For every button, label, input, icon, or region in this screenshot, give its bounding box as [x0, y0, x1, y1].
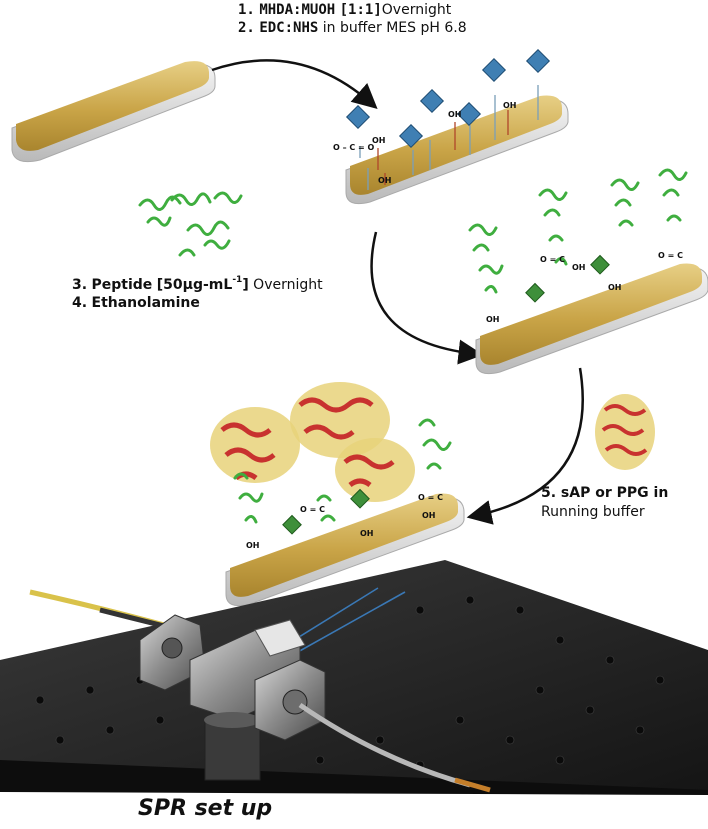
spr-setup-photo: [0, 560, 708, 795]
step-2-label: 2. EDC:NHS in buffer MES pH 6.8: [238, 20, 467, 36]
ethanolamine-diamond: [350, 488, 370, 509]
oh-label: OH: [360, 529, 374, 538]
step-number: 3.: [72, 277, 88, 293]
carbonyl-label: O = C: [418, 493, 443, 502]
step-4-label: 4. Ethanolamine: [72, 295, 200, 311]
spr-setup-caption: SPR set up: [138, 796, 273, 821]
nhs-ester-diamond: [456, 101, 482, 127]
oh-label: OH: [378, 176, 392, 185]
immobilized-peptide: [610, 178, 640, 227]
ethanolamine-diamond: [525, 282, 545, 303]
step-conditions: in buffer MES pH 6.8: [322, 20, 467, 36]
output-optical-fiber: [298, 702, 471, 788]
ethanolamine-diamond: [282, 514, 302, 535]
oh-label: OH: [572, 263, 586, 272]
oh-label: OH: [503, 101, 517, 110]
activated-sam-chip: O – C = O OH OH OH OH: [333, 48, 569, 205]
oh-label: OH: [246, 541, 260, 550]
step-number: 2.: [238, 20, 255, 36]
step-number: 1.: [238, 2, 255, 18]
step-5-line-2: Running buffer: [541, 504, 645, 520]
ester-label: O – C = O: [333, 143, 375, 152]
nhs-ester-diamond: [481, 57, 507, 83]
step-time: Overnight: [253, 277, 323, 293]
free-protein: [595, 394, 655, 470]
bare-gold-chip: [11, 61, 216, 163]
step-unit: µg-mL: [182, 277, 233, 293]
step-ratio: [1:1]: [339, 2, 382, 18]
optical-breadboard: [0, 560, 708, 790]
immobilized-peptide: [468, 223, 504, 294]
detector-mount: [254, 659, 326, 741]
step-5-label: 5. sAP or PPG in Running buffer: [541, 484, 668, 522]
step-reagent: Ethanolamine: [91, 295, 200, 311]
nhs-ester-diamond: [398, 123, 424, 149]
step-1-label: 1. MHDA:MUOH [1:1]Overnight: [238, 2, 451, 18]
carbonyl-label: O = C: [540, 255, 565, 264]
oh-label: OH: [422, 511, 436, 520]
peptide-functionalized-chip: OH OH OH O = C O = C: [468, 168, 708, 375]
oh-label: OH: [372, 136, 386, 145]
oh-label: OH: [486, 315, 500, 324]
step-3-label: 3. Peptide [50µg-mL-1] Overnight: [72, 275, 323, 293]
protein-bound-chip: OH OH OH O = C O = C: [210, 382, 465, 607]
step-reagent: EDC:NHS: [259, 20, 319, 36]
arrow-step-5: [466, 367, 584, 525]
arrow-step-1-2: [211, 59, 378, 109]
carbonyl-label: O = C: [300, 505, 325, 514]
ethanolamine-diamond: [590, 254, 610, 275]
step-reagent: MHDA:MUOH: [259, 2, 336, 18]
step-time: Overnight: [381, 2, 452, 18]
step-bracket: ]: [242, 277, 249, 293]
immobilized-peptide: [538, 188, 568, 266]
immobilized-peptide: [658, 168, 688, 222]
step-number: 4.: [72, 295, 88, 311]
nhs-ester-diamond: [345, 104, 371, 130]
carbonyl-label: O = C: [658, 251, 683, 260]
step-5-line-1: 5. sAP or PPG in: [541, 485, 669, 501]
arrow-step-3-4: [370, 231, 484, 365]
oh-label: OH: [448, 110, 462, 119]
step-concentration: [50: [156, 277, 183, 293]
free-peptides: [138, 191, 243, 257]
nhs-ester-diamond: [419, 88, 445, 114]
step-reagent: Peptide: [91, 277, 153, 293]
nhs-ester-diamond: [525, 48, 551, 74]
step-unit-exponent: -1: [232, 275, 243, 285]
oh-label: OH: [608, 283, 622, 292]
